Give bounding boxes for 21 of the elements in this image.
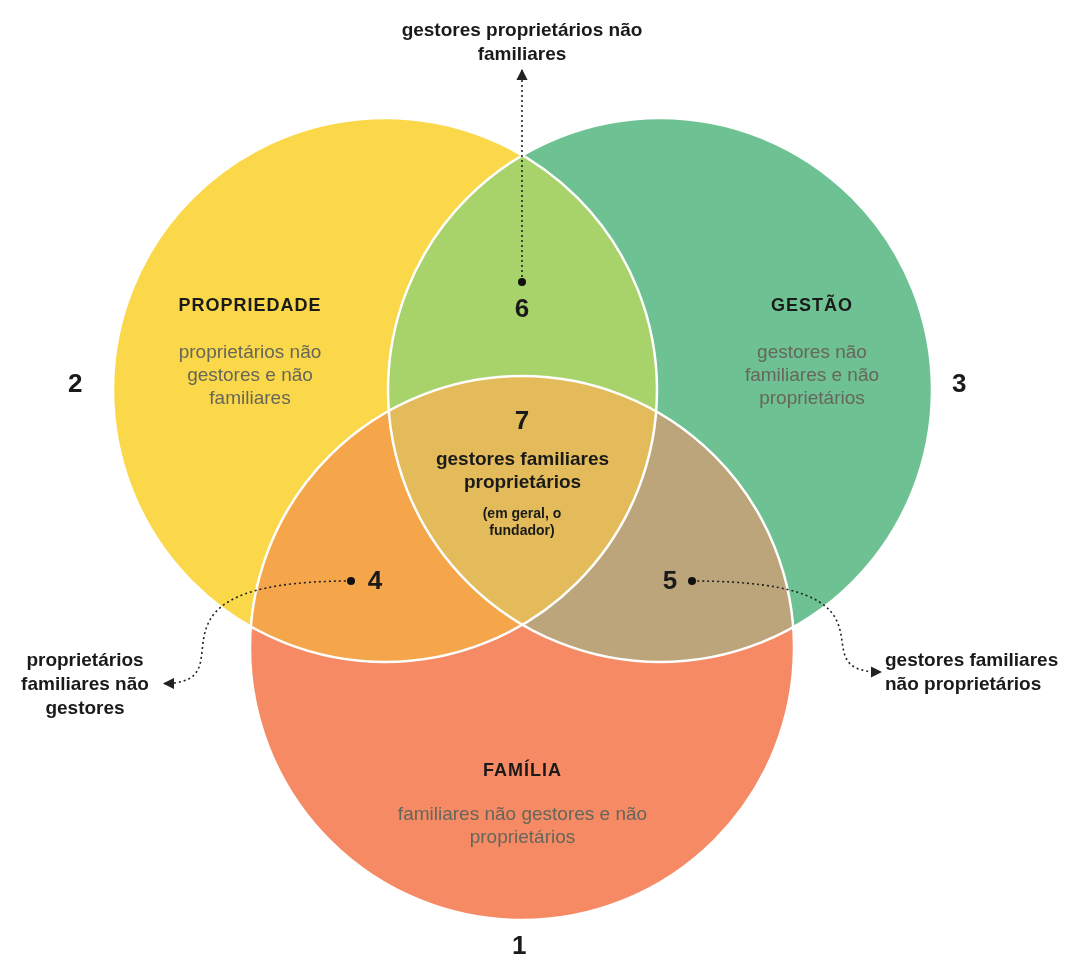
leader-line — [516, 68, 528, 286]
region-number: 7 — [513, 405, 531, 437]
callout-text: gestores familiares não proprietários — [885, 648, 1080, 696]
region-label: gestores familiares proprietários — [434, 447, 611, 494]
circle-title: PROPRIEDADE — [177, 295, 323, 317]
region-number: 6 — [507, 293, 537, 325]
circle-description: gestores não familiares e não proprietários — [743, 340, 881, 410]
circle-number: 2 — [68, 368, 83, 399]
circle-description: familiares não gestores e não proprietários — [396, 802, 649, 849]
region-number: 5 — [655, 565, 685, 597]
callout-text: gestores proprietários não familiares — [392, 18, 652, 66]
region-note: (em geral, o fundador) — [481, 505, 563, 540]
circle-description: proprietários não gestores e não familiares — [177, 340, 323, 410]
leader-line — [688, 577, 883, 677]
circle-title: FAMÍLIA — [482, 760, 563, 782]
callout-text: proprietários familiares não gestores — [10, 648, 160, 720]
region-number: 4 — [360, 565, 390, 597]
circle-title: GESTÃO — [770, 295, 854, 317]
circle-number: 3 — [952, 368, 967, 399]
circle-number: 1 — [512, 930, 527, 961]
leader-line — [162, 577, 355, 688]
